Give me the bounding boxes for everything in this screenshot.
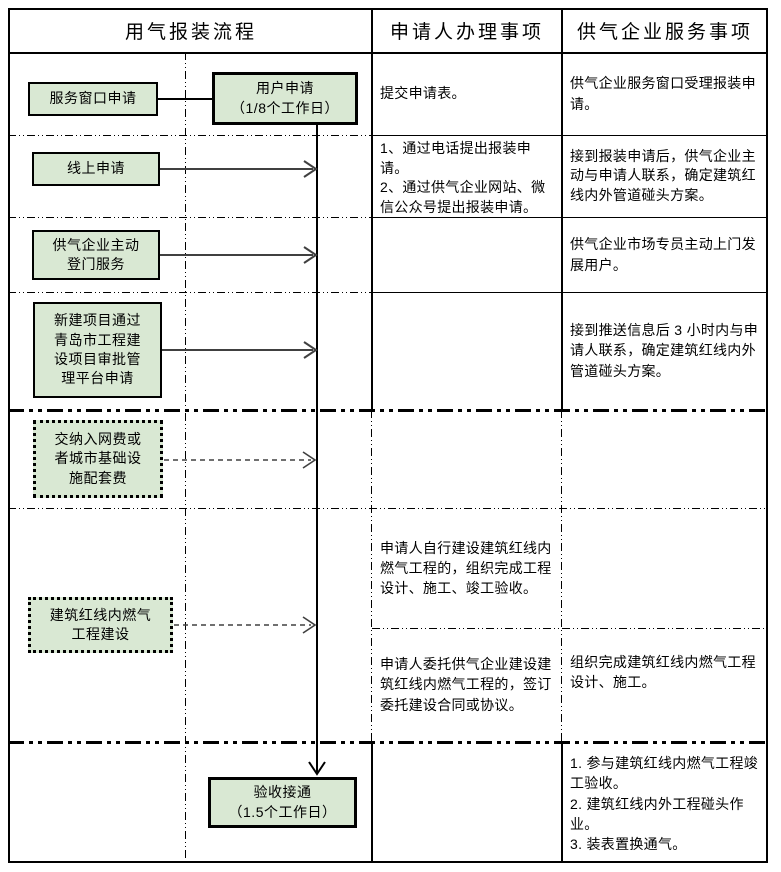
col-divider-2-middle [561,410,562,743]
flow-box-online-apply: 线上申请 [32,152,160,186]
flow-box-user-apply: 用户申请 （1/8个工作日） [212,72,358,125]
supplier-cell-row7: 组织完成建筑红线内燃气工程设计、施工。 [570,654,756,691]
col-divider-2-top [561,8,563,410]
col-divider-1-bottom [371,743,373,863]
flow-column-guide-line [185,52,186,863]
supplier-cell-row1: 供气企业服务窗口受理报装申请。 [570,75,756,112]
header-supplier-column: 供气企业服务事项 [576,20,753,43]
row3-sep-right [372,292,768,293]
header-applicant-column: 申请人办理事项 [389,20,544,43]
flow-box-new-project: 新建项目通过 青岛市工程建 设项目审批管 理平台申请 [33,302,162,398]
applicant-cell-row6: 申请人自行建设建筑红线内燃气工程的，组织完成工程设计、施工、竣工验收。 [380,539,552,597]
col-divider-1-top [371,8,373,410]
row6-sep-right [372,628,768,629]
flow-box-proactive-service: 供气企业主动 登门服务 [32,230,160,280]
flow-box-pay-fee: 交纳入网费或 者城市基础设 施配套费 [33,420,163,498]
header-bottom-border [8,52,768,54]
arrow-down-acceptance-icon [308,761,326,776]
arrow-proactive-service-icon [160,246,318,264]
row3-sep-left [8,292,372,293]
flow-box-redline-construction: 建筑红线内燃气 工程建设 [28,597,173,653]
flow-box-service-window: 服务窗口申请 [28,82,158,116]
arrow-online-apply-icon [160,160,318,178]
supplier-cell-row4: 接到推送信息后 3 小时内与申请人联系，确定建筑红线内外管道碰头方案。 [570,322,759,379]
row1-sep-left [8,135,372,136]
row1-sep-right [372,135,768,136]
arrow-redline-dashed-icon [174,616,317,634]
supplier-cell-row8: 1. 参与建筑红线内燃气工程竣工验收。 2. 建筑红线内外工程碰头作业。 3. … [570,755,759,853]
row4-sep-bold [8,409,768,412]
arrow-pay-fee-dashed-icon [164,451,317,469]
col-divider-1-middle [371,410,372,743]
row2-sep-right [372,217,768,218]
supplier-cell-row2: 接到报装申请后，供气企业主动与申请人联系，确定建筑红线内外管道碰头方案。 [570,147,756,203]
row2-sep-left [8,217,372,218]
applicant-cell-row1: 提交申请表。 [380,85,466,102]
flow-box-acceptance: 验收接通 （1.5个工作日） [208,777,357,828]
applicant-cell-row2: 1、通过电话提出报装申请。 2、通过供气企业网站、微信公众号提出报装申请。 [380,140,546,215]
supplier-cell-row3: 供气企业市场专员主动上门发展用户。 [570,236,756,273]
col-divider-2-bottom [561,743,563,863]
header-process-column: 用气报装流程 [124,20,257,43]
row5-sep [8,508,768,509]
table-outer-border [8,8,768,863]
arrow-new-project-icon [162,341,318,359]
applicant-cell-row7: 申请人委托供气企业建设建筑红线内燃气工程的，签订委托建设合同或协议。 [380,656,552,713]
row7-sep-bold [8,741,768,744]
